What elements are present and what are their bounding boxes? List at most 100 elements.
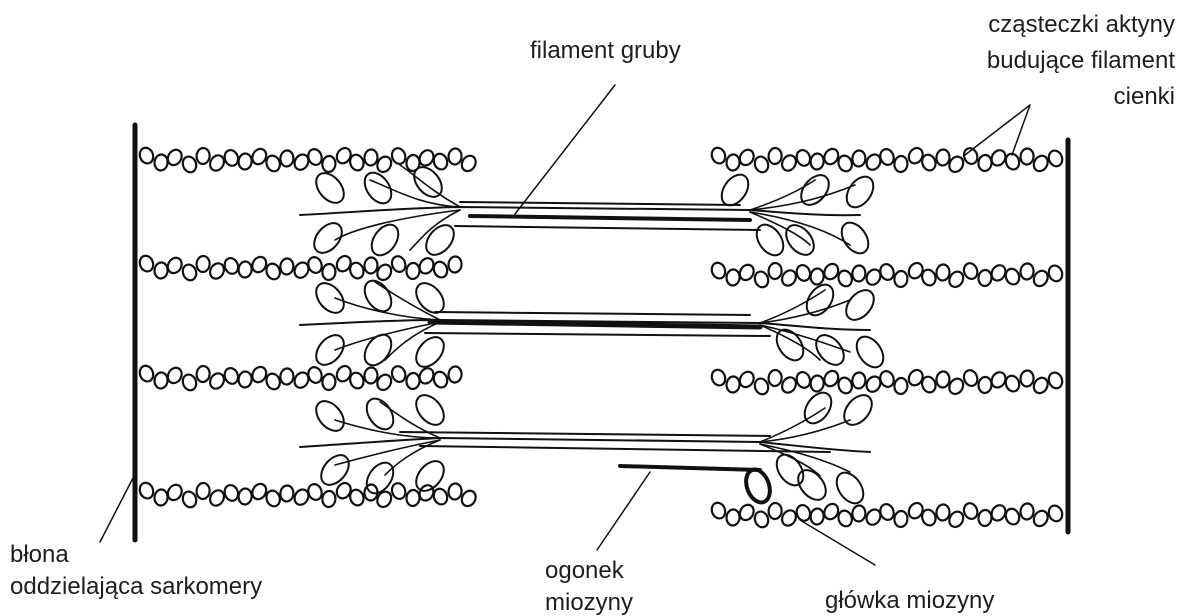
myosin-head [841,285,880,325]
myosin-head [839,390,878,430]
actin-bead [222,366,240,385]
actin-bead [936,504,950,521]
actin-bead [390,481,408,500]
actin-bead [1047,149,1065,168]
actin-bead [280,150,294,167]
actin-bead [710,146,728,165]
actin-bead [962,368,980,387]
actin-bead [1020,503,1034,520]
actin-bead [154,489,168,506]
actin-bead [238,371,252,388]
leader-thick-filament [515,85,615,214]
actin-bead [962,146,980,165]
actin-bead [322,373,336,390]
myosin-head [311,278,350,318]
actin-bead [406,262,420,279]
myosin-head [841,172,879,212]
actin-bead [726,269,740,286]
myosin-head [742,466,774,505]
actin-bead [364,367,378,384]
myosin-head [309,218,348,258]
myosin-head [421,220,460,260]
actin-bead [448,256,462,273]
myosin-head [359,276,397,316]
label-membrane-line2: oddzielająca sarkomery [10,573,262,600]
label-myosin-head: główka miozyny [825,587,994,614]
myosin-head [411,390,450,430]
actin-bead [710,368,728,387]
label-actin-line3: cienki [1114,83,1175,110]
actin-bead [962,501,980,520]
actin-bead [238,261,252,278]
actin-bead [936,371,950,388]
myosin-head [796,170,835,210]
actin-bead [448,366,462,383]
actin-bead [810,375,824,392]
myosin-head [311,168,350,208]
myosin-head [311,396,350,436]
actin-bead [852,265,866,282]
actin-bead [322,490,336,507]
actin-bead [794,148,812,167]
actin-bead [196,255,210,272]
actin-bead [138,146,156,165]
actin-bead [794,370,812,389]
actin-bead [154,154,168,171]
thick-filament-3 [300,432,870,470]
actin-bead [406,372,420,389]
actin-bead [448,483,462,500]
myosin-head [311,330,350,370]
actin-bead [448,148,462,165]
actin-bead [154,372,168,389]
leader-membrane [100,478,133,542]
label-actin-line2: budujące filament [987,47,1175,74]
actin-bead [726,154,740,171]
actin-bead [280,368,294,385]
actin-bead [280,258,294,275]
actin-bead [710,261,728,280]
actin-bead [794,263,812,282]
actin-bead [894,155,908,172]
label-tail-line2: miozyny [545,589,633,616]
actin-filament-8 [710,501,1065,530]
actin-bead [1047,504,1065,523]
leader-tail [597,472,650,550]
actin-bead [852,150,866,167]
actin-filament-2 [710,146,1065,175]
actin-bead [794,503,812,522]
label-membrane-line1: błona [10,541,69,568]
actin-bead [138,254,156,273]
actin-bead [222,483,240,502]
actin-bead [154,262,168,279]
actin-bead [196,365,210,382]
myosin-head [793,465,832,505]
myosin-head [781,220,820,260]
actin-bead [978,509,992,526]
actin-bead [280,485,294,502]
actin-bead [196,147,210,164]
actin-bead [710,501,728,520]
actin-bead [726,509,740,526]
actin-bead [138,364,156,383]
actin-bead [768,369,782,386]
myosin-head [831,468,869,508]
actin-bead [768,502,782,519]
actin-bead [222,148,240,167]
actin-bead [810,508,824,525]
actin-bead [978,154,992,171]
myosin-head [411,332,450,372]
actin-bead [390,146,408,165]
actin-bead [936,264,950,281]
actin-bead [1047,371,1065,390]
actin-bead [1020,370,1034,387]
actin-filament-6 [710,368,1065,397]
actin-bead [138,481,156,500]
actin-bead [852,372,866,389]
actin-bead [978,376,992,393]
actin-bead [894,510,908,527]
actin-bead [406,489,420,506]
label-actin-line1: cząsteczki aktyny [988,11,1175,38]
actin-bead [810,268,824,285]
thick-filament-2 [300,312,870,336]
